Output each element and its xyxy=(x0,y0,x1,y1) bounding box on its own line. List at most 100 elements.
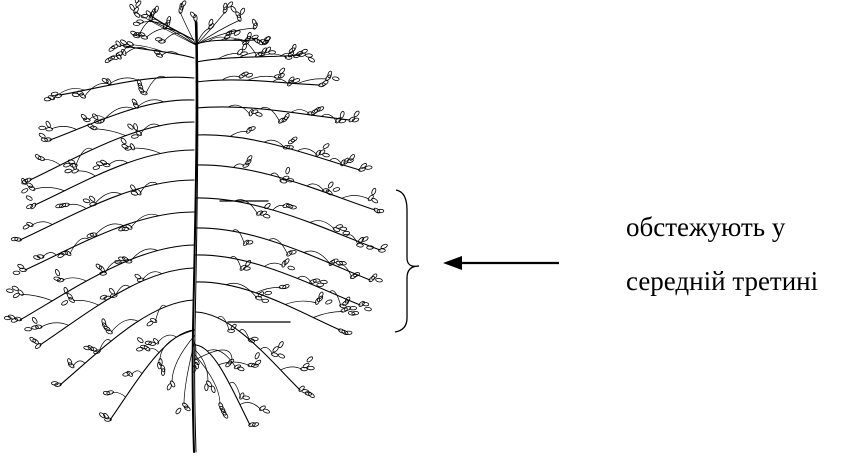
secondary-branch xyxy=(68,204,86,208)
spikelet xyxy=(154,6,160,14)
spikelet xyxy=(189,11,196,18)
spikelet xyxy=(251,19,257,27)
spikelet xyxy=(320,280,327,284)
spikelet xyxy=(136,347,143,352)
spikelet xyxy=(134,273,142,280)
primary-branch xyxy=(196,107,350,120)
spikelet xyxy=(146,320,154,326)
spikelet xyxy=(380,243,388,249)
spikelet xyxy=(255,112,263,117)
lower-branch xyxy=(160,330,195,360)
secondary-branch xyxy=(63,278,87,281)
spikelet xyxy=(259,405,267,412)
spikelet xyxy=(25,195,33,201)
spikelet xyxy=(371,188,377,196)
caption-line-2: середній третині xyxy=(626,268,818,295)
spikelet xyxy=(322,153,329,158)
spikelet xyxy=(166,383,172,391)
spikelet xyxy=(131,134,138,138)
spikelet xyxy=(45,121,51,129)
spikelet xyxy=(205,384,208,391)
primary-branch xyxy=(196,282,340,330)
spikelet xyxy=(302,362,310,368)
spikelet xyxy=(287,266,294,271)
secondary-branch xyxy=(346,235,358,245)
caption-line-1: обстежують у xyxy=(626,214,785,241)
secondary-branch xyxy=(230,132,247,137)
spikelet xyxy=(263,214,270,219)
spikelet xyxy=(343,231,350,235)
primary-branch xyxy=(196,198,380,250)
secondary-branch xyxy=(77,171,95,176)
spikelet xyxy=(246,240,253,244)
spikelet xyxy=(127,123,134,130)
secondary-branch xyxy=(143,272,162,280)
spikelet xyxy=(72,93,79,97)
spikelet xyxy=(182,402,189,409)
spikelet xyxy=(242,396,249,400)
spikelet xyxy=(345,331,352,334)
spikelet xyxy=(283,258,290,265)
spikelet xyxy=(108,46,116,53)
spikelet xyxy=(251,109,258,114)
middle-third-markers xyxy=(220,201,290,322)
spikelet xyxy=(122,372,129,377)
spikelet xyxy=(105,329,113,335)
secondary-branch xyxy=(74,300,99,305)
spikelet xyxy=(377,209,384,212)
spikelet xyxy=(242,162,250,168)
spikelet xyxy=(137,337,144,344)
lower-branch xyxy=(172,335,195,382)
spikelet xyxy=(272,346,279,353)
spikelet xyxy=(8,314,16,320)
secondary-branch xyxy=(43,159,60,165)
spikelet xyxy=(133,123,138,130)
secondary-branch xyxy=(96,129,126,136)
spikelet xyxy=(364,307,371,311)
spikelet xyxy=(26,182,34,188)
primary-branch xyxy=(196,135,360,170)
spikelet xyxy=(83,346,90,351)
secondary-branch xyxy=(34,187,65,190)
secondary-branch xyxy=(285,301,316,304)
spikelet xyxy=(371,197,379,203)
secondary-branch xyxy=(313,312,343,318)
spikelet xyxy=(353,110,360,117)
spikelet xyxy=(285,167,290,174)
spikelet xyxy=(39,126,46,129)
spikelet xyxy=(265,291,272,295)
secondary-branch xyxy=(96,224,124,235)
spikelet xyxy=(65,169,72,174)
spikelet xyxy=(103,412,110,419)
spikelet xyxy=(129,4,136,12)
spikelet xyxy=(121,143,129,149)
spikelet xyxy=(13,271,20,274)
spikelet xyxy=(315,149,322,156)
spikelet xyxy=(327,71,332,79)
secondary-branch xyxy=(260,347,272,354)
spikelet xyxy=(22,224,30,230)
spikelet xyxy=(153,49,161,55)
secondary-branch xyxy=(22,294,53,300)
spikelet xyxy=(208,19,213,27)
spikelet xyxy=(352,117,359,122)
spikelet xyxy=(130,30,138,36)
spikelet xyxy=(229,29,237,35)
spikelet xyxy=(262,299,269,302)
secondary-branch xyxy=(234,164,245,168)
spikelet xyxy=(306,54,313,58)
panicle-branches xyxy=(20,12,380,425)
spikelet xyxy=(325,299,333,305)
panicle-main-stem xyxy=(193,22,198,452)
secondary-branch xyxy=(264,263,282,266)
spikelet xyxy=(156,53,164,58)
spikelet xyxy=(264,202,271,209)
spikelet xyxy=(332,76,339,81)
apex-branch xyxy=(196,20,240,45)
secondary-branch xyxy=(146,29,175,38)
secondary-branch xyxy=(342,196,370,200)
spikelet xyxy=(263,408,271,414)
spikelet xyxy=(46,128,53,132)
spikelet xyxy=(254,359,261,366)
